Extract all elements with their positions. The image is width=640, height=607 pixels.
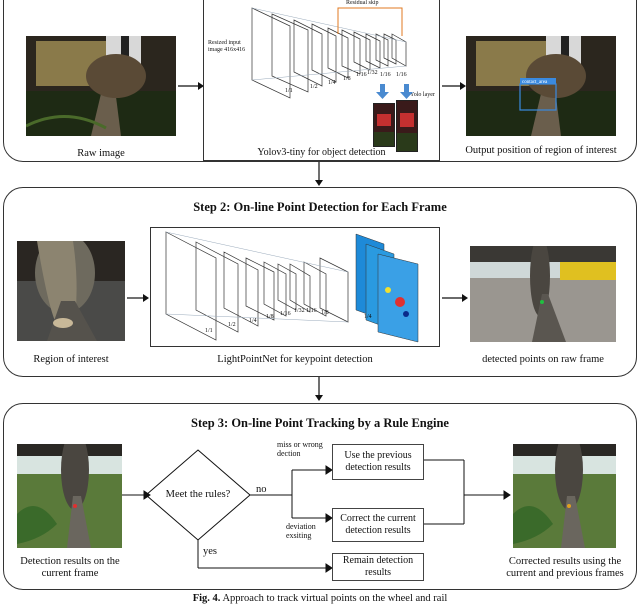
lpn-scale-9: 1/4 xyxy=(364,314,372,320)
yolo-map-1 xyxy=(251,7,291,99)
figure-number: Fig. 4. xyxy=(192,593,221,604)
correct-current-box: Correct the current detection results xyxy=(332,508,424,542)
use-previous-text: Use the previous detection results xyxy=(344,450,412,473)
lpn-scale-1: 1/1 xyxy=(205,328,213,334)
lpn-map-8 xyxy=(303,261,327,317)
yolo-layer-label: Yolo layer xyxy=(410,92,435,98)
yes-label: yes xyxy=(203,546,217,557)
decision-label: Meet the rules? xyxy=(165,489,231,500)
lpn-scale-7: 1/16 xyxy=(306,308,317,314)
rule-engine-flow-lines xyxy=(122,449,511,573)
heatmap-stack xyxy=(355,233,419,343)
yolo-map-8 xyxy=(365,33,381,69)
yolo-scale-1: 1/1 xyxy=(285,88,293,94)
roi-photo xyxy=(17,241,125,341)
roi-graphic xyxy=(17,241,125,341)
remain-box: Remain detection results xyxy=(332,553,424,581)
no-label: no xyxy=(256,484,267,495)
yolo-output-thumb-2 xyxy=(396,100,418,152)
current-frame-label: Detection results on the current frame xyxy=(20,556,120,579)
correct-current-text: Correct the current detection results xyxy=(340,513,416,536)
arrow-raw-to-yolo xyxy=(178,82,204,90)
yolo-map-7 xyxy=(353,31,371,71)
lpn-scale-6: 1/32 xyxy=(294,308,305,314)
lpn-scale-8: 1/8 xyxy=(321,310,329,316)
remain-text: Remain detection results xyxy=(342,555,414,578)
yolo-output-thumb-1 xyxy=(373,103,395,147)
raw-image-graphic xyxy=(26,36,176,136)
lpn-map-2 xyxy=(195,241,239,333)
yolo-scale-2: 1/2 xyxy=(310,84,318,90)
figure-text: Approach to track virtual points on the … xyxy=(222,593,448,604)
yolo-scale-5: 1/16 xyxy=(356,72,367,78)
lpn-map-7 xyxy=(289,263,311,313)
residual-skip-connector xyxy=(337,7,403,36)
yolo-skip-scale-1: 1/16 xyxy=(380,72,391,78)
lpn-map-1 xyxy=(165,231,217,341)
raw-image-label: Raw image xyxy=(77,148,125,159)
yolo-input-label: Resized input image 416x416 xyxy=(208,40,246,53)
output-roi-label: Output position of region of interest xyxy=(465,145,617,156)
lpn-map-4 xyxy=(245,257,275,321)
arrow-yolo-to-output xyxy=(442,82,466,90)
roi-label: Region of interest xyxy=(33,354,109,365)
lpn-scale-3: 1/4 xyxy=(249,318,257,324)
miss-label: miss or wrong dection xyxy=(277,440,323,458)
yolo-scale-3: 1/4 xyxy=(328,80,336,86)
step2-title: Step 2: On-line Point Detection for Each… xyxy=(193,200,447,214)
yolo-map-3 xyxy=(293,19,323,87)
arrow-step2-to-step3 xyxy=(315,377,323,401)
lpn-scale-5: 1/16 xyxy=(280,311,291,317)
lightpointnet-caption: LightPointNet for keypoint detection xyxy=(217,354,373,365)
yolo-feature-maps xyxy=(251,7,407,99)
lpn-map-3 xyxy=(223,251,259,327)
detected-points-photo xyxy=(470,246,616,342)
lpn-scale-2: 1/2 xyxy=(228,322,236,328)
yolo-scale-4: 1/8 xyxy=(343,76,351,82)
output-roi-photo xyxy=(466,36,616,136)
yolo-scale-6: 1/32 xyxy=(367,70,378,76)
arrow-step1-to-step2 xyxy=(315,162,323,186)
yolo-map-9 xyxy=(375,33,389,67)
detected-points-graphic xyxy=(470,246,616,342)
corrected-frame-label: Corrected results using the current and … xyxy=(506,556,624,579)
arrow-net-to-detected xyxy=(442,294,468,302)
lpn-map-5 xyxy=(263,261,287,317)
corrected-frame-photo xyxy=(513,444,616,548)
yolo-map-5 xyxy=(327,27,349,79)
arrow-roi-to-net xyxy=(127,294,149,302)
raw-image-photo xyxy=(26,36,176,136)
yolo-output-arrows xyxy=(376,84,413,99)
roi-box-label: contact_area xyxy=(522,80,548,85)
use-previous-box: Use the previous detection results xyxy=(332,444,424,480)
corrected-frame-graphic xyxy=(513,444,616,548)
figure-caption: Fig. 4. Approach to track virtual points… xyxy=(0,593,640,604)
current-frame-photo xyxy=(17,444,122,548)
lpn-scale-4: 1/8 xyxy=(266,314,274,320)
residual-skip-label: Residual skip xyxy=(346,0,379,6)
deviation-label: deviation exsiting xyxy=(286,522,316,540)
lightpointnet-feature-maps xyxy=(165,231,419,343)
step3-title: Step 3: On-line Point Tracking by a Rule… xyxy=(191,416,449,430)
output-roi-graphic xyxy=(466,36,616,136)
yolo-caption: Yolov3-tiny for object detection xyxy=(257,147,386,158)
current-frame-graphic xyxy=(17,444,122,548)
yolo-skip-scale-2: 1/16 xyxy=(396,72,407,78)
detected-points-label: detected points on raw frame xyxy=(482,354,604,365)
yolo-map-2 xyxy=(271,13,309,93)
